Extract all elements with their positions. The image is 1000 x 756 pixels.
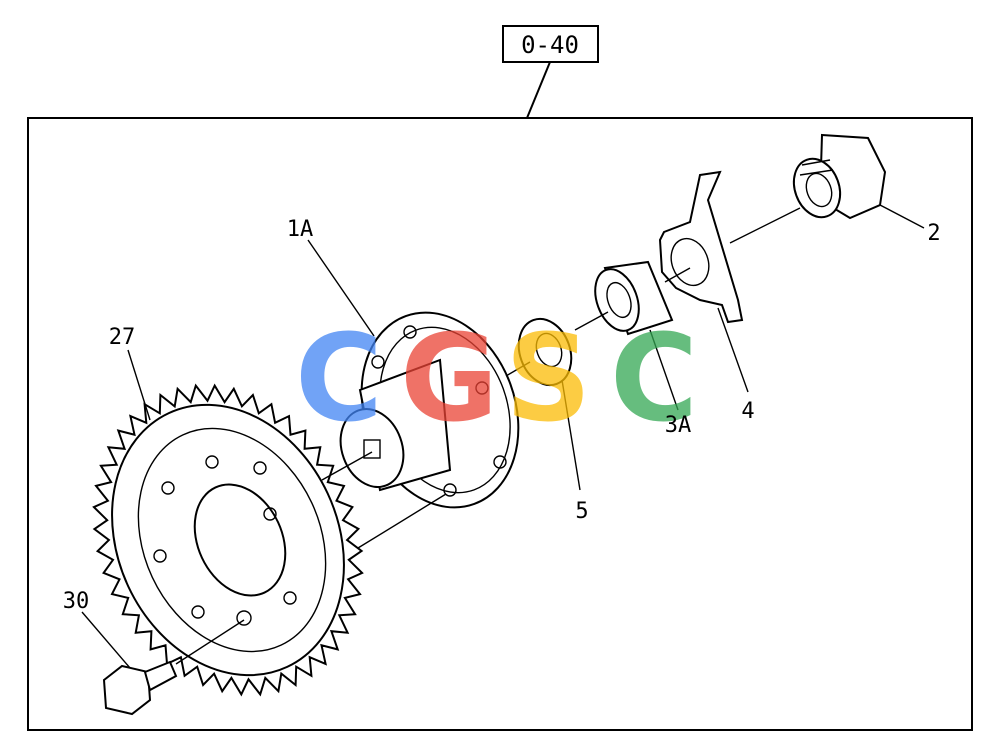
callout-27: 27 bbox=[109, 325, 136, 350]
gear-icon bbox=[92, 383, 364, 697]
leader-lines bbox=[81, 204, 925, 669]
watermark-letter: C bbox=[610, 310, 698, 449]
nut-icon bbox=[792, 133, 887, 220]
callout-2: 2 bbox=[927, 221, 940, 246]
assembly-lines bbox=[175, 207, 801, 665]
reference-box-label: 0-40 bbox=[521, 31, 579, 59]
reference-box: 0-40 bbox=[502, 25, 599, 119]
hub-icon bbox=[339, 311, 520, 509]
watermark-letter: G bbox=[400, 310, 499, 449]
diagram-frame bbox=[27, 117, 973, 731]
bolt-icon bbox=[102, 660, 178, 716]
watermark: C G S C bbox=[295, 310, 698, 449]
sleeve-icon bbox=[594, 260, 674, 336]
watermark-letter: C bbox=[295, 310, 383, 449]
washer-icon bbox=[517, 317, 573, 387]
watermark-letter: S bbox=[505, 310, 591, 449]
callout-4: 4 bbox=[741, 399, 754, 424]
callout-labels: 1A 2 3A 4 5 27 30 bbox=[63, 217, 941, 614]
callout-3A: 3A bbox=[665, 413, 692, 438]
callout-5: 5 bbox=[575, 499, 588, 524]
callout-30: 30 bbox=[63, 589, 90, 614]
callout-1A: 1A bbox=[287, 217, 314, 242]
plate-icon bbox=[658, 170, 744, 324]
